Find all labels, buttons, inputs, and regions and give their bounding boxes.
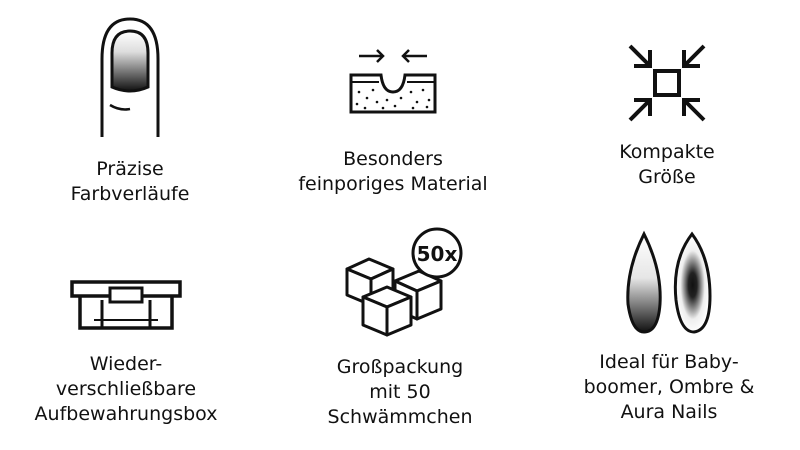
feature-resealable-box: Wieder- verschließbare Aufbewahrungsbox [0,270,256,427]
feature-compact-size: Kompakte Größe [537,38,797,190]
badge-text: 50x [417,242,458,266]
sponge-cubes-wrap: 50x [335,225,465,343]
compact-arrows-icon [628,44,706,122]
fingernail-gradient-icon [100,17,160,137]
feature-label: Wieder- verschließbare Aufbewahrungsbox [34,353,218,425]
feature-label: Besonders feinporiges Material [298,148,488,195]
feature-label: Kompakte Größe [619,141,715,188]
nail-styles-icon [626,230,712,334]
feature-fine-porous-material: Besonders feinporiges Material [263,40,523,197]
feature-bulk-pack: 50x Großpackung mit 50 Schwämmchen [270,225,530,430]
storage-box-icon [70,280,182,330]
feature-label: Ideal für Baby- boomer, Ombre & Aura Nai… [583,351,755,423]
feature-precise-gradients: Präzise Farbverläufe [0,15,260,207]
sponge-cubes-icon: 50x [345,227,463,337]
feature-label: Großpackung mit 50 Schwämmchen [327,356,473,428]
porous-material-icon [349,49,437,114]
feature-label: Präzise Farbverläufe [70,158,190,205]
feature-ideal-for-nails: Ideal für Baby- boomer, Ombre & Aura Nai… [539,230,799,425]
